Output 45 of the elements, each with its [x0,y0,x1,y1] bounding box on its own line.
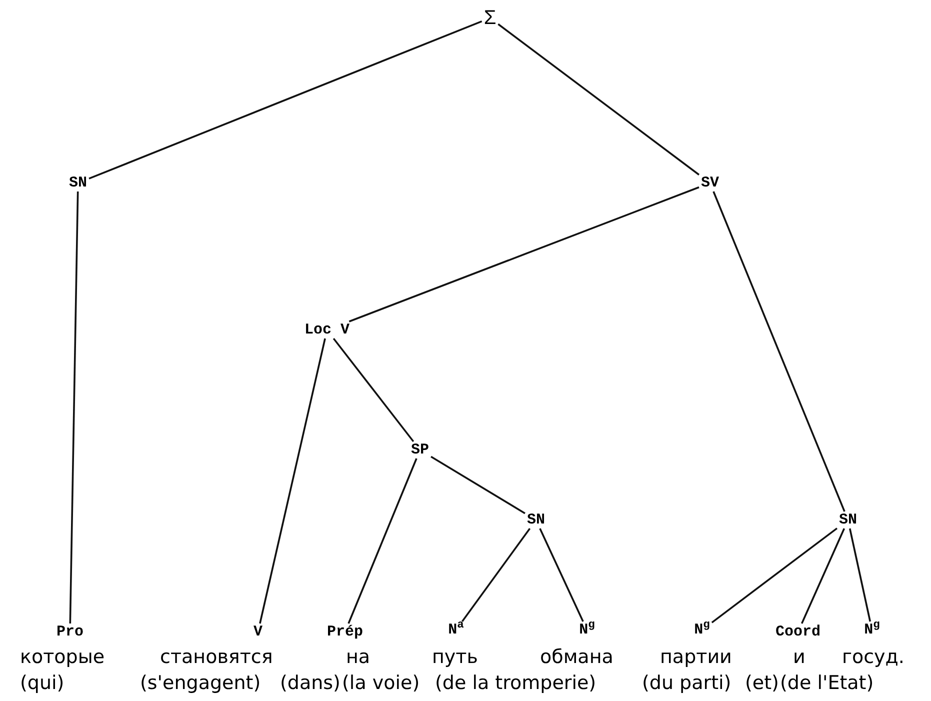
syntax-node-label: SN [69,176,87,190]
tree-branch-line [539,528,584,622]
tree-branch-line [711,528,838,624]
russian-word: партии [660,648,732,667]
syntax-node-label: SV [701,176,719,190]
russian-word: госуд. [842,648,904,667]
tree-branch-line [498,23,700,176]
syntax-node-label: SN [527,512,545,528]
syntax-node-label: Loc V [304,322,350,338]
russian-word: путь [432,648,478,667]
tree-branch-line [69,191,79,624]
tree-branch-line [712,191,846,512]
russian-word: и [793,648,806,667]
syntax-node-label: SN [839,512,857,528]
syntax-node-label: Coord [776,624,820,640]
syntax-node-label: V [254,624,262,640]
russian-word: которые [20,648,105,667]
syntax-node-label: SP [411,442,429,458]
syntax-node-label: N$^{g}$ [579,622,595,638]
french-gloss: (de la tromperie) [435,674,596,693]
tree-branch-line [800,528,846,624]
syntax-node-label: Σ [484,8,496,28]
syntax-node-label: N$^{g}$ [694,622,710,638]
tree-branch-line [259,338,326,624]
syntax-node-label: N$^{g}$ [864,622,880,638]
french-gloss: (dans) [280,674,340,693]
syntax-node-label: Prép [327,624,363,640]
french-gloss: (qui) [20,674,64,693]
french-gloss: (de l'Etat) [780,674,874,693]
syntax-node-label: N$^{a}$ [448,622,464,638]
french-gloss: (et) [745,674,779,693]
french-gloss: (la voie) [342,674,420,693]
tree-branch-line [348,458,418,624]
french-gloss: (du parti) [642,674,732,693]
russian-word: обмана [540,648,614,667]
tree-branch-line [88,20,482,180]
tree-branch-line [332,338,414,442]
tree-branch-line [430,456,526,514]
tree-branch-line [848,528,872,622]
french-gloss: (s'engagent) [140,674,261,693]
syntax-node-label: Pro [56,624,84,640]
tree-branch-line [348,186,700,322]
tree-branch-line [461,528,531,622]
russian-word: на [346,648,370,667]
russian-word: становятся [160,648,273,667]
